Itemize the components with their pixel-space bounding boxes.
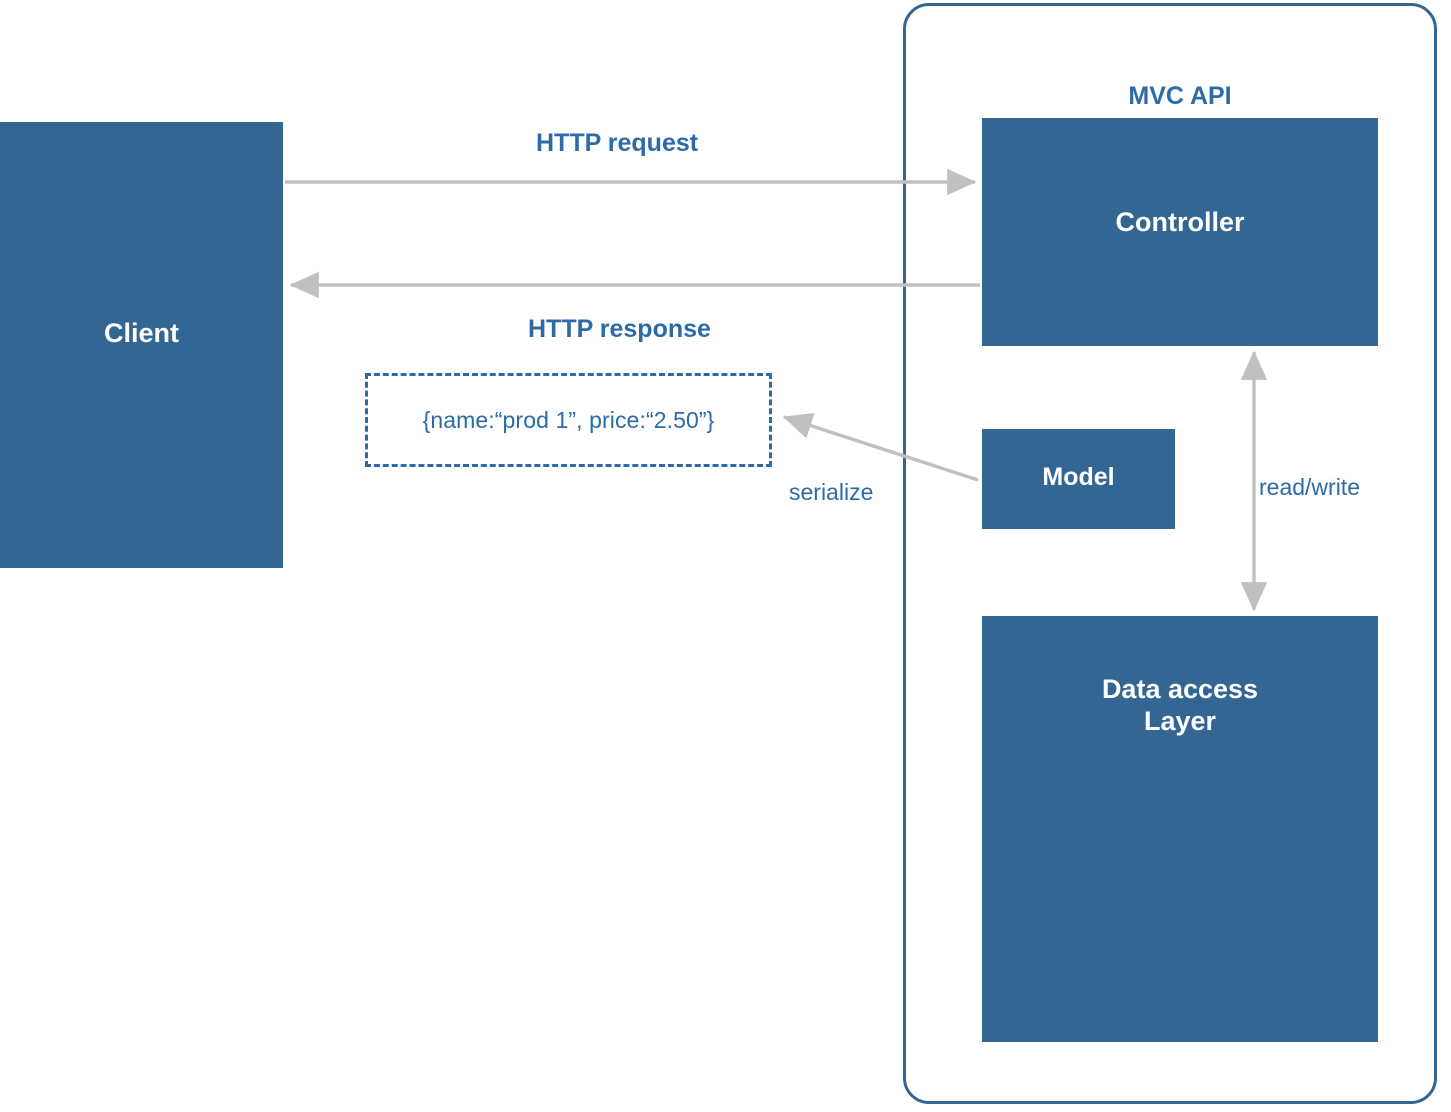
edge-label-read-write: read/write	[1259, 474, 1360, 500]
node-client[interactable]: Client	[0, 122, 283, 568]
edge-label-http-response: HTTP response	[528, 315, 711, 343]
node-model[interactable]: Model	[982, 429, 1175, 529]
json-payload-text: {name:“prod 1”, price:“2.50”}	[422, 406, 715, 433]
node-controller[interactable]: Controller	[982, 118, 1378, 346]
edge-serialize	[782, 412, 979, 482]
node-data-access-layer[interactable]: Data access Layer	[982, 616, 1378, 1042]
node-controller-label: Controller	[1115, 207, 1245, 237]
node-model-label: Model	[1042, 463, 1115, 491]
node-data-access-layer-label: Data access Layer	[1101, 674, 1259, 736]
edge-label-serialize: serialize	[789, 479, 874, 505]
edge-label-http-request: HTTP request	[536, 129, 699, 157]
node-client-label: Client	[103, 318, 179, 348]
json-payload-box: {name:“prod 1”, price:“2.50”}	[365, 373, 772, 467]
mvc-api-title: MVC API	[1128, 82, 1232, 110]
